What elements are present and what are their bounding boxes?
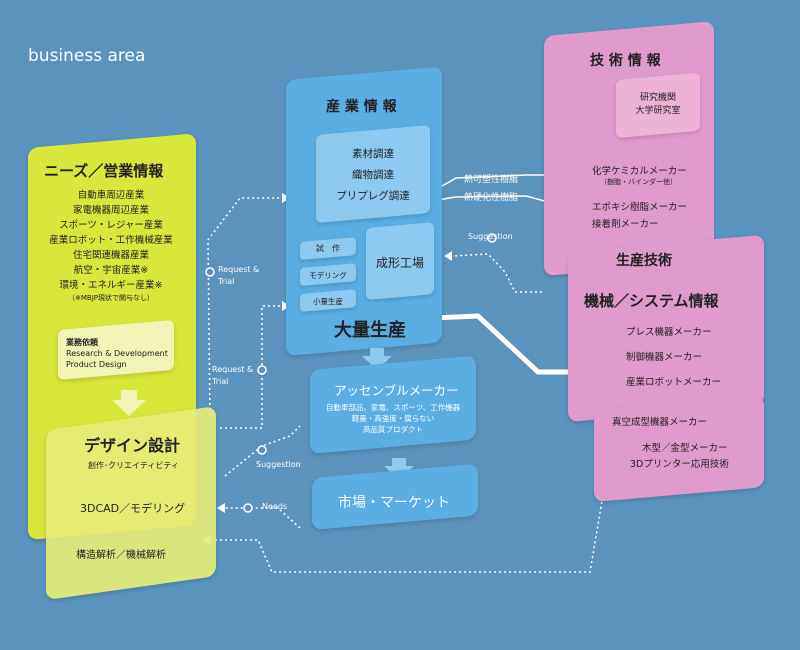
lab-lines: 研究機関 大学研究室 bbox=[616, 92, 700, 118]
factory-label: 成形工場 bbox=[375, 256, 424, 270]
tech-title: 技 術 情 報 bbox=[590, 53, 661, 69]
assembly-title: アッセンブルメーカー bbox=[334, 383, 459, 398]
connector-request-trial-2 bbox=[220, 305, 282, 429]
needs-item: 環境・エネルギー産業※ bbox=[59, 280, 163, 291]
flow-dot-4 bbox=[487, 233, 497, 243]
small-box-small-production-label: 小量生産 bbox=[313, 297, 343, 306]
design-analysis: 構造解析／機械解析 bbox=[76, 550, 166, 561]
needs-item: 航空・宇宙産業※ bbox=[73, 265, 149, 276]
design-subtitle: 創作･クリエイティビティ bbox=[88, 461, 179, 470]
resin-thermoset: 熱硬化性樹脂 bbox=[464, 193, 519, 203]
request-text: 業務依頼 Research & Development Product Desi… bbox=[66, 337, 168, 370]
needs-list: 自動車周辺産業 家電機器周辺産業 スポーツ・レジャー産業 産業ロボット・工作機械… bbox=[40, 188, 182, 303]
mass-production-label: 大量生産 bbox=[334, 320, 406, 341]
flow-label-request-trial-1-text: Request & Trial bbox=[218, 265, 260, 286]
flow-dot-1 bbox=[205, 267, 215, 277]
assembly-lines: 自動車部品、家電、スポーツ、工作機器 軽量・高強度・腐らない 高品質プロダクト bbox=[318, 402, 468, 435]
chem-maker-note: （樹脂・バインダー他） bbox=[600, 178, 677, 186]
needs-item: 自動車周辺産業 bbox=[77, 190, 145, 201]
industry-title: 産 業 情 報 bbox=[326, 99, 397, 115]
connector-suggestion-2 bbox=[451, 253, 542, 293]
mold-maker: 木型／金型メーカー bbox=[642, 443, 728, 454]
connector-bottom bbox=[210, 464, 609, 573]
resin-thermoplastic: 熱可塑性樹脂 bbox=[464, 175, 519, 185]
assembly-line: 自動車部品、家電、スポーツ、工作機器 bbox=[325, 403, 461, 412]
market-title: 市場・マーケット bbox=[338, 495, 450, 511]
flow-label-suggestion-2: Suggestion bbox=[468, 232, 513, 241]
lab-line: 大学研究室 bbox=[635, 106, 681, 116]
needs-title: ニーズ／営業情報 bbox=[44, 162, 164, 180]
production-title: 生産技術 bbox=[616, 253, 672, 269]
needs-item: 家電機器周辺産業 bbox=[72, 205, 149, 216]
production-item: プレス機器メーカー bbox=[626, 327, 712, 338]
small-box-modeling-label: モデリング bbox=[309, 271, 347, 280]
arrowhead-4 bbox=[217, 503, 225, 513]
flow-dot-3 bbox=[257, 445, 267, 455]
materials-list: 素材調達 織物調達 プリプレグ調達 bbox=[316, 144, 430, 207]
production-list: プレス機器メーカー 制御機器メーカー 産業ロボットメーカー bbox=[626, 320, 721, 395]
vacuum-title: 真空成型機器メーカー bbox=[612, 417, 708, 428]
arrow-down-icon bbox=[112, 390, 146, 416]
request-line: Research & Development bbox=[66, 349, 168, 358]
design-title: デザイン設計 bbox=[84, 436, 181, 455]
connector-request-trial-1 bbox=[207, 197, 282, 421]
page-title: business area bbox=[28, 46, 146, 66]
epoxy-maker: エポキシ樹脂メーカー bbox=[592, 202, 688, 213]
flow-label-request-trial-2: Request & Trial bbox=[212, 364, 253, 388]
material-item: プリプレグ調達 bbox=[336, 190, 410, 202]
needs-item: スポーツ・レジャー産業 bbox=[59, 220, 163, 231]
arrow-down-icon bbox=[384, 458, 414, 480]
connector-needs bbox=[225, 507, 301, 529]
lab-line: 研究機関 bbox=[639, 93, 676, 103]
big-arrow-line bbox=[431, 313, 582, 375]
adhesive-maker: 接着剤メーカー bbox=[592, 219, 659, 230]
needs-item: 産業ロボット・工作機械産業 bbox=[49, 235, 173, 246]
assembly-line: 軽量・高強度・腐らない bbox=[351, 414, 435, 423]
flow-dot-5 bbox=[243, 503, 253, 513]
request-line: Product Design bbox=[66, 360, 127, 369]
request-title: 業務依頼 bbox=[66, 338, 98, 347]
flow-label-suggestion-1: Suggestion bbox=[256, 460, 301, 469]
production-item: 制御機器メーカー bbox=[626, 352, 703, 363]
flow-label-needs: Needs bbox=[262, 502, 288, 511]
material-item: 素材調達 bbox=[352, 148, 394, 160]
needs-item: 住宅関連機器産業 bbox=[72, 250, 149, 261]
design-cad: 3DCAD／モデリング bbox=[80, 502, 186, 515]
chem-maker: 化学ケミカルメーカー bbox=[592, 166, 687, 177]
production-item: 産業ロボットメーカー bbox=[626, 377, 722, 388]
flow-label-request-trial-2-text: Request & Trial bbox=[212, 365, 254, 386]
material-item: 織物調達 bbox=[352, 169, 394, 181]
assembly-line: 高品質プロダクト bbox=[363, 425, 423, 434]
printer-tech: 3Dプリンター応用技術 bbox=[630, 459, 729, 470]
small-box-prototype-label: 試 作 bbox=[316, 244, 340, 253]
arrowhead-3 bbox=[444, 251, 452, 261]
needs-note: （※MBJP現状で関与なし） bbox=[68, 294, 154, 302]
production-heading: 機械／システム情報 bbox=[584, 292, 719, 310]
arrow-down-icon bbox=[362, 348, 392, 370]
flow-label-request-trial-1: Request & Trial bbox=[218, 264, 259, 288]
flow-dot-2 bbox=[257, 365, 267, 375]
